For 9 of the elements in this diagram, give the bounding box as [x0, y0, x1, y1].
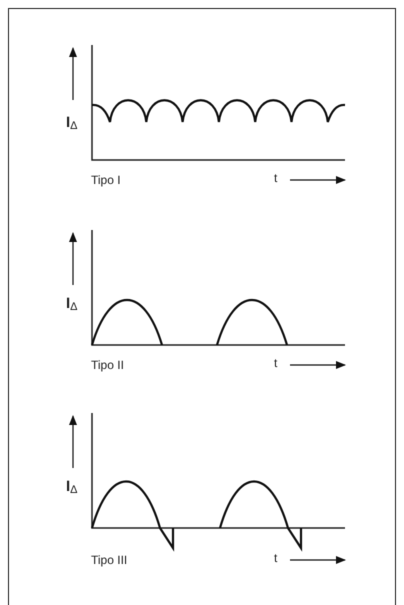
axis-label: t: [274, 172, 278, 184]
waveform-type-label: Tipo III: [91, 554, 128, 566]
axis-label: I$_{Δ}$: [66, 479, 78, 496]
axis-label: t: [274, 357, 278, 369]
waveform-type-label: Tipo I: [91, 174, 121, 186]
axis-label: I$_{Δ}$: [66, 296, 78, 313]
axis-label: I$_{Δ}$: [66, 115, 78, 132]
axis-label: t: [274, 552, 278, 564]
waveform-type-label: Tipo II: [91, 359, 124, 371]
